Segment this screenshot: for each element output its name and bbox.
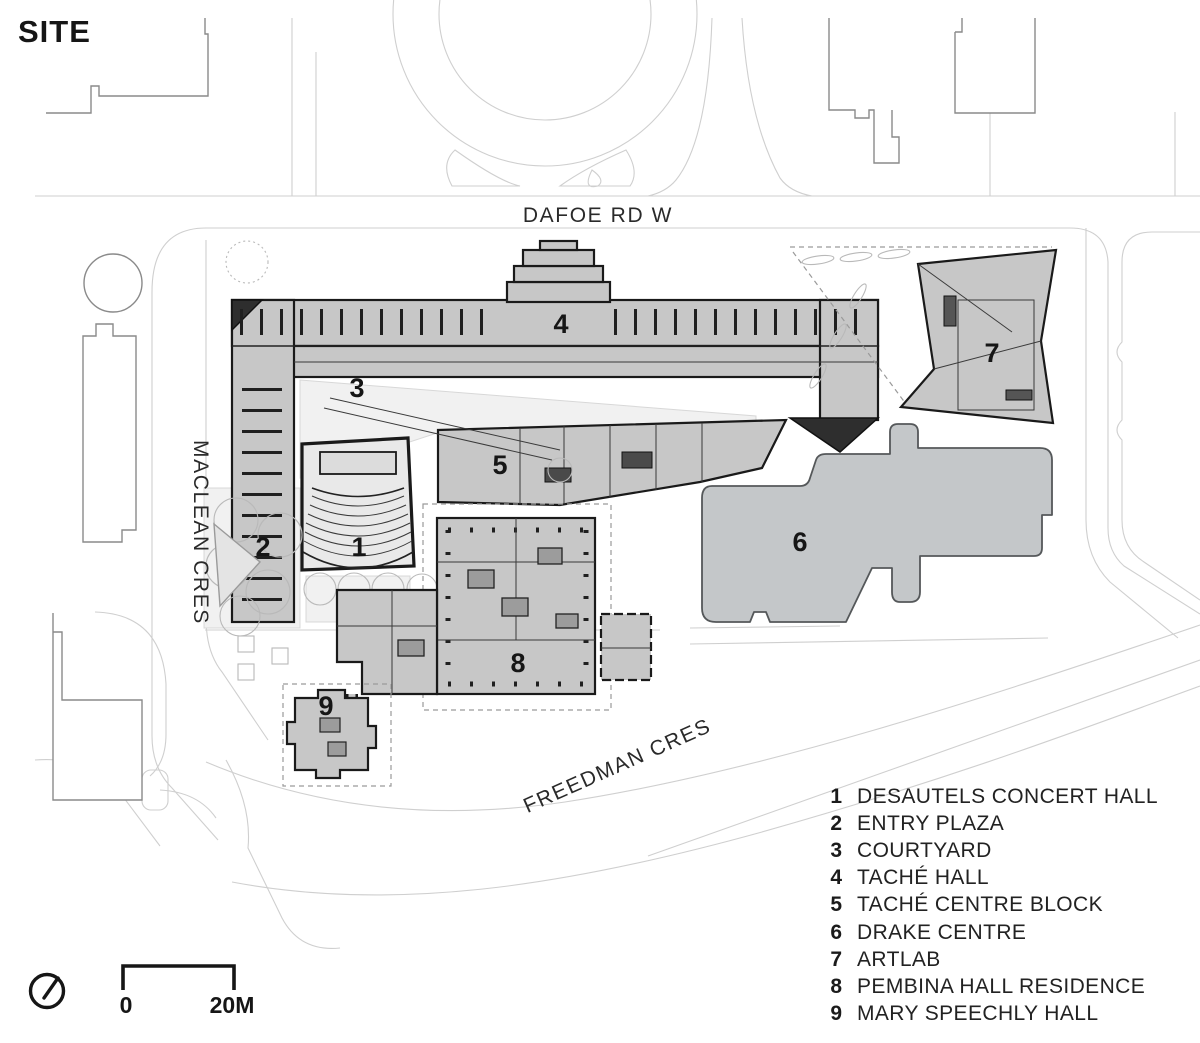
plan-number-7: 7: [984, 338, 999, 368]
legend: 1 DESAUTELS CONCERT HALL 2 ENTRY PLAZA 3…: [830, 785, 1158, 1025]
plan-number-2: 2: [255, 532, 270, 562]
garden-circle: [225, 240, 269, 284]
legend-label: ARTLAB: [857, 948, 941, 971]
legend-label: DRAKE CENTRE: [857, 921, 1026, 944]
legend-number: 5: [830, 893, 842, 916]
building-8-pembina-hall-residence: [422, 503, 612, 711]
plaza-canopy: [213, 522, 262, 608]
building-9-mary-speechly-hall: [282, 683, 392, 787]
street-label-freedman: FREEDMAN CRES: [520, 714, 715, 818]
plan-number-6: 6: [792, 527, 807, 557]
entry-plaza: [205, 497, 303, 637]
roads-layer: [34, 0, 1200, 949]
legend-number: 4: [830, 866, 842, 889]
scale-start-label: 0: [120, 992, 133, 1018]
legend-number: 7: [830, 948, 842, 971]
plan-number-9: 9: [318, 691, 333, 721]
building-4-tache-hall: [230, 239, 880, 624]
context-building-top-center: [828, 18, 900, 164]
street-label-dafoe: DAFOE RD W: [523, 204, 673, 227]
plan-number-1: 1: [351, 532, 366, 562]
legend-label: PEMBINA HALL RESIDENCE: [857, 975, 1145, 998]
page-title: SITE: [18, 14, 91, 49]
building-8-annex: [332, 588, 439, 714]
context-building-top-right: [954, 18, 1036, 114]
garden-plot: [271, 647, 289, 665]
garden-plot: [237, 663, 255, 681]
street-label-maclean: MACLEAN CRES: [189, 440, 212, 625]
north-arrow-icon: [28, 972, 66, 1010]
legend-number: 1: [830, 785, 842, 808]
scale-end-label: 20M: [210, 992, 255, 1018]
legend-label: MARY SPEECHLY HALL: [857, 1002, 1098, 1025]
context-building-southwest: [52, 613, 143, 801]
legend-number: 2: [830, 812, 842, 835]
legend-label: COURTYARD: [857, 839, 992, 862]
legend-label: TACHÉ CENTRE BLOCK: [857, 893, 1103, 916]
context-buildings-layer: [46, 18, 1036, 801]
legend-number: 8: [830, 975, 842, 998]
context-building-top-left: [46, 18, 209, 114]
residence-east-block: [599, 612, 653, 682]
legend-number: 6: [830, 921, 842, 944]
scale-bar: 0 20M: [120, 964, 255, 1018]
plan-number-labels: 1 2 3 4 5 6 7 8 9: [255, 309, 999, 721]
garden-plot: [237, 635, 255, 653]
legend-number: 3: [830, 839, 842, 862]
context-building-west: [82, 323, 137, 543]
legend-label: TACHÉ HALL: [857, 866, 989, 889]
plan-number-5: 5: [492, 450, 507, 480]
plan-number-4: 4: [553, 309, 568, 339]
plan-number-3: 3: [349, 373, 364, 403]
legend-number: 9: [830, 1002, 842, 1025]
legend-label: DESAUTELS CONCERT HALL: [857, 785, 1158, 808]
building-6-drake-centre: [701, 423, 1053, 623]
legend-label: ENTRY PLAZA: [857, 812, 1004, 835]
context-water-tower: [83, 253, 143, 313]
plan-number-8: 8: [510, 648, 525, 678]
building-7-artlab: [790, 246, 1058, 425]
